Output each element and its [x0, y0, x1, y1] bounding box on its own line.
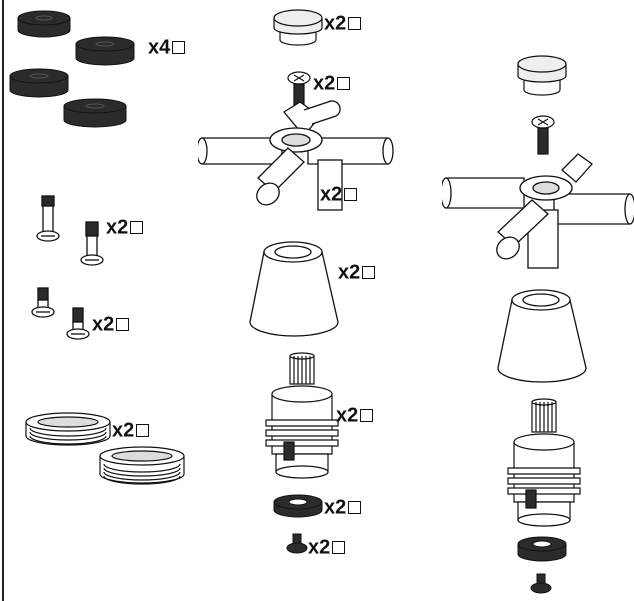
short-screws-quantity: x2 [92, 314, 130, 335]
cone-cover-quantity: x2 [338, 262, 376, 283]
seat-washer-checkbox[interactable] [348, 501, 362, 515]
assembly-seat-washer-illustration [517, 536, 567, 562]
assembly-cap-illustration [517, 55, 567, 96]
long-screws-quantity: x2 [106, 217, 144, 238]
cap-quantity: x2 [324, 13, 362, 34]
flanges-checkbox[interactable] [136, 424, 150, 438]
seat-washer-illustration [273, 494, 323, 518]
cap-illustration [273, 9, 323, 46]
assembly-bottom-screw-illustration [530, 573, 552, 594]
assembly-screw-illustration [531, 115, 555, 155]
washers-quantity: x4 [148, 37, 186, 58]
flanges-quantity: x2 [112, 420, 150, 441]
cone-cover-illustration [249, 241, 339, 337]
cross-handle-illustration [198, 100, 394, 211]
cartridge-checkbox[interactable] [360, 409, 374, 423]
cone-cover-checkbox[interactable] [362, 266, 376, 280]
flanges-illustration [25, 412, 185, 485]
bottom-screw-quantity: x2 [308, 537, 346, 558]
long-screws-illustration [36, 195, 104, 266]
handle-screw-quantity: x2 [313, 73, 351, 94]
short-screws-illustration [31, 287, 90, 340]
short-screws-checkbox[interactable] [116, 318, 130, 332]
assembly-cone-cover-illustration [497, 289, 587, 383]
page-border [2, 0, 4, 601]
assembly-cartridge-illustration [507, 398, 581, 527]
cross-handle-quantity: x2 [320, 184, 358, 205]
handle-screw-checkbox[interactable] [337, 77, 351, 91]
washers-checkbox[interactable] [172, 41, 186, 55]
cartridge-illustration [265, 352, 339, 479]
cross-handle-checkbox[interactable] [344, 188, 358, 202]
rubber-washers-illustration [9, 10, 135, 128]
bottom-screw-checkbox[interactable] [332, 541, 346, 555]
seat-washer-quantity: x2 [324, 497, 362, 518]
cap-checkbox[interactable] [348, 17, 362, 31]
assembly-cross-handle-illustration [442, 153, 634, 269]
cartridge-quantity: x2 [336, 405, 374, 426]
long-screws-checkbox[interactable] [130, 221, 144, 235]
bottom-screw-illustration [286, 533, 308, 554]
